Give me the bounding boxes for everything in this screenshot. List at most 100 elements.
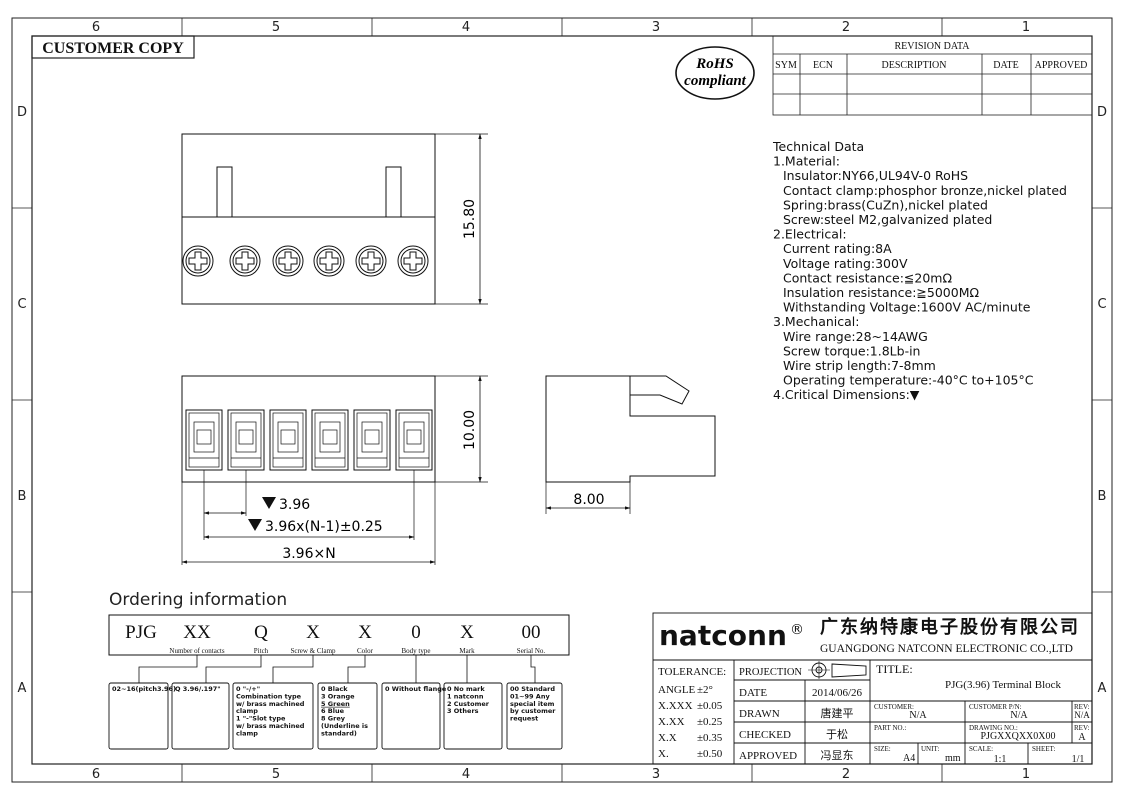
ordering-option-text: 1 natconn <box>447 692 484 700</box>
col-label-bottom: 3 <box>652 767 660 782</box>
tech-data-line: Contact resistance:≦20mΩ <box>783 270 952 285</box>
ordering-code: X <box>358 622 372 643</box>
ordering-option-text: 2 Customer <box>447 700 490 708</box>
ordering-label: Pitch <box>254 647 269 655</box>
col-label-top: 4 <box>462 20 470 35</box>
dim-height-top: 15.80 <box>462 199 478 239</box>
ordering-label: Screw & Clamp <box>290 647 336 655</box>
row-label-right: A <box>1098 681 1107 696</box>
tolerance-label: ANGLE <box>658 684 696 696</box>
ordering-option-text: by customer <box>510 707 556 715</box>
svg-text:RoHS: RoHS <box>695 56 734 72</box>
ordering-option-text: 8 Grey <box>321 715 346 723</box>
ordering-option-text: 1 "-"Slot type <box>236 715 286 723</box>
tolerance-label: X.X <box>658 732 677 744</box>
screw-heads <box>182 245 429 277</box>
svg-text:®: ® <box>790 622 804 638</box>
sheet-value: 1/1 <box>1072 754 1085 765</box>
col-label-bottom: 1 <box>1022 767 1030 782</box>
tech-data-line: 2.Electrical: <box>773 227 847 242</box>
drawing-no-value: PJGXXQXX0X00 <box>980 731 1055 742</box>
sheet-label: SHEET: <box>1032 745 1055 753</box>
tech-data-line: Voltage rating:300V <box>783 256 908 271</box>
ordering-label: Color <box>357 647 374 655</box>
ordering-option-text: special item <box>510 700 555 708</box>
dim-side-width: 8.00 <box>573 492 604 508</box>
row-label-right: B <box>1098 489 1107 504</box>
title-block <box>652 612 1093 765</box>
projection-label: PROJECTION <box>739 667 802 678</box>
ordering-option-text: 3 Others <box>447 707 479 715</box>
ordering-code: XX <box>183 622 211 643</box>
row-label-left: A <box>18 681 27 696</box>
customer-pn-value: N/A <box>1010 710 1028 721</box>
dim-pitch: 3.96 <box>279 497 310 513</box>
tech-data-line: 3.Mechanical: <box>773 314 859 329</box>
tolerance-label: X. <box>658 748 669 760</box>
top-view <box>181 133 488 305</box>
ordering-title: Ordering information <box>109 590 287 610</box>
revision-table <box>772 35 1093 116</box>
dim-pitch-formula: 3.96x(N-1)±0.25 <box>265 519 383 535</box>
row-label-right: C <box>1097 297 1106 312</box>
customer-value: N/A <box>909 710 927 721</box>
tech-data-line: 1.Material: <box>773 154 840 169</box>
wire-entries <box>185 409 433 471</box>
ordering-option-text: 5 Green <box>321 700 350 708</box>
revision-header: DATE <box>993 60 1019 71</box>
ordering-option-text: 02~16(pitch3.96) <box>112 685 176 693</box>
rev-label: REV: <box>1074 724 1089 732</box>
approved-value: 冯显东 <box>821 749 854 762</box>
customer-pn-label: CUSTOMER P/N: <box>969 703 1022 711</box>
ordering-option-text: clamp <box>236 729 258 737</box>
date-value: 2014/06/26 <box>812 687 863 699</box>
col-label-top: 1 <box>1022 20 1030 35</box>
tech-data-line: 4.Critical Dimensions:▼ <box>773 387 920 402</box>
tolerance-value: ±2° <box>697 684 713 696</box>
checked-label: CHECKED <box>739 729 791 741</box>
ordering-option-text: w/ brass machined <box>236 722 305 730</box>
rev-value: N/A <box>1074 710 1090 720</box>
tech-data-line: Contact clamp:phosphor bronze,nickel pla… <box>783 183 1067 198</box>
ordering-option-text: standard) <box>321 729 357 737</box>
checked-value: 于松 <box>826 727 848 741</box>
dim-height-front: 10.00 <box>462 410 478 450</box>
front-view <box>181 375 488 565</box>
ordering-option-boxes <box>108 682 563 750</box>
unit-value: mm <box>945 753 961 764</box>
revision-header: ECN <box>813 60 833 71</box>
row-label-left: D <box>17 105 27 120</box>
tolerance-value: ±0.05 <box>697 700 723 712</box>
size-value: A4 <box>903 753 915 764</box>
svg-text:compliant: compliant <box>684 73 747 89</box>
revision-header: DESCRIPTION <box>881 60 946 71</box>
tech-data-line: Operating temperature:-40°C to+105°C <box>783 373 1034 388</box>
tolerance-value: ±0.25 <box>697 716 723 728</box>
company-logo: natconn ® 广东纳特康电子股份有限公司 GUANGDONG NATCON… <box>659 616 1078 655</box>
ordering-option-text: 00 Standard <box>510 685 555 693</box>
customer-copy-stamp: CUSTOMER COPY <box>31 35 195 59</box>
col-label-top: 2 <box>842 20 850 35</box>
col-label-top: 3 <box>652 20 660 35</box>
tech-data-line: Wire strip length:7-8mm <box>783 358 936 373</box>
customer-label: CUSTOMER: <box>874 703 914 711</box>
tech-data-line: Screw torque:1.8Lb-in <box>783 343 920 358</box>
drawing-title: PJG(3.96) Terminal Block <box>945 679 1062 691</box>
date-label: DATE <box>739 687 767 699</box>
ordering-code-box <box>108 614 570 656</box>
svg-text:GUANGDONG NATCONN ELECTRONIC C: GUANGDONG NATCONN ELECTRONIC CO.,LTD <box>820 643 1073 655</box>
col-label-bottom: 2 <box>842 767 850 782</box>
ordering-code: 0 <box>411 622 421 643</box>
ordering-code: Q <box>254 622 268 643</box>
ordering-option-text: 0 No mark <box>447 685 485 693</box>
unit-label: UNIT: <box>921 745 939 753</box>
tech-data-line: Wire range:28~14AWG <box>783 329 928 344</box>
ordering-code: 00 <box>522 622 541 643</box>
drawn-label: DRAWN <box>739 708 780 720</box>
tolerance-title: TOLERANCE: <box>658 666 726 678</box>
col-label-top: 6 <box>92 20 100 35</box>
ordering-option-text: 0 Without flange <box>385 685 447 693</box>
row-label-right: D <box>1097 105 1107 120</box>
ordering-option-text: Q 3.96/.197" <box>175 685 221 693</box>
